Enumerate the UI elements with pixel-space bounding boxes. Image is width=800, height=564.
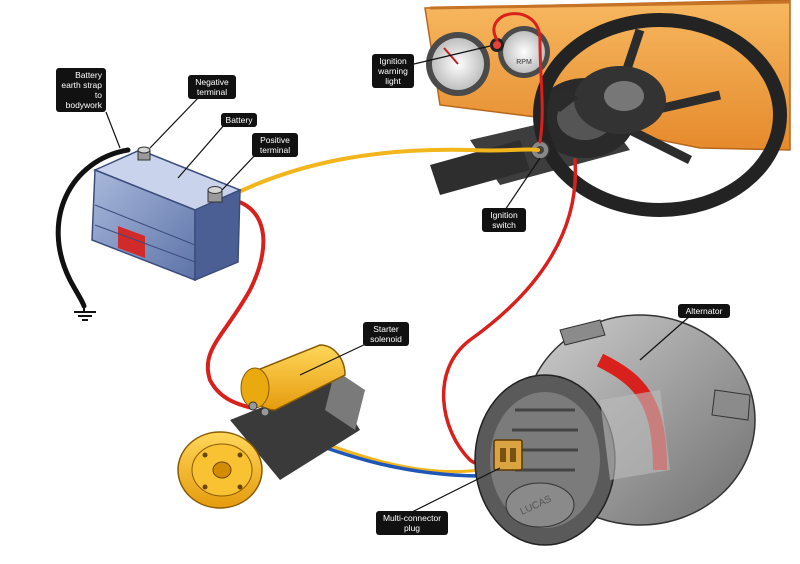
starter-solenoid: [240, 344, 346, 417]
battery: [91, 146, 242, 282]
earth-strap-wire: [55, 147, 131, 309]
alternator: LUCAS: [474, 314, 756, 546]
rpm-gauge: RPM: [498, 26, 550, 78]
ignition-warning-light: [490, 38, 504, 52]
warning-light-wire: [492, 12, 544, 144]
label-ignition-warning-light: Ignition warning light: [372, 54, 414, 88]
label-alternator: Alternator: [678, 304, 730, 318]
battery-to-starter-wire: [205, 196, 266, 410]
leader-lines: [105, 45, 691, 513]
label-battery-earth-strap: Battery earth strap to bodywork: [56, 68, 106, 112]
label-negative-terminal: Negative terminal: [188, 75, 236, 99]
label-starter-solenoid: Starter solenoid: [363, 322, 409, 346]
starter-motor: [177, 370, 365, 509]
negative-terminal: [137, 146, 151, 161]
ground-symbol: [74, 306, 96, 321]
label-positive-terminal: Positive terminal: [252, 133, 298, 157]
speedometer-gauge: [426, 32, 490, 96]
label-multi-connector-plug: Multi-connector plug: [376, 511, 448, 535]
battery-to-ignition-wire: [220, 147, 540, 202]
label-battery: Battery: [221, 113, 257, 127]
dashboard: RPM: [424, 0, 791, 217]
positive-terminal: [207, 186, 223, 203]
rpm-gauge-text: RPM: [516, 59, 532, 66]
label-ignition-switch: Ignition switch: [482, 208, 526, 232]
steering-wheel: [533, 13, 787, 217]
multi-connector-plug: [493, 439, 523, 471]
